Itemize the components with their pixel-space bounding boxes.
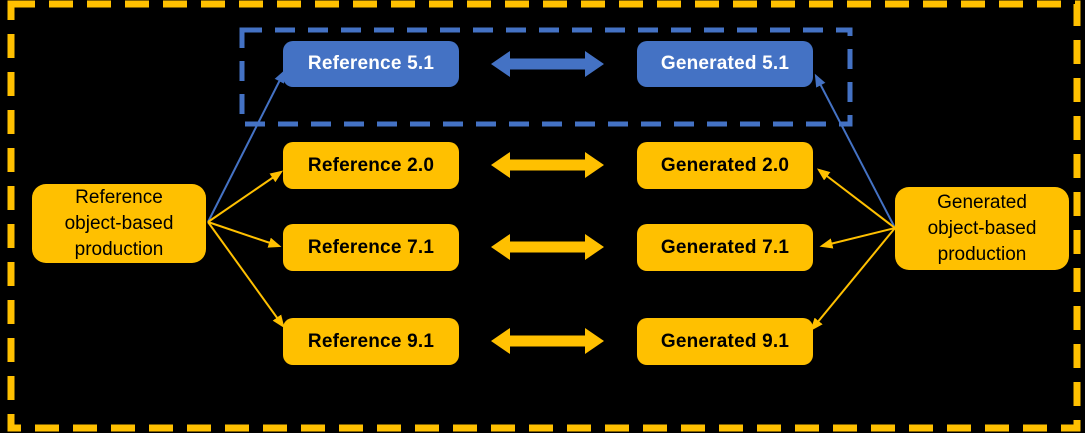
connector-target-to-generated-7-1: [819, 227, 896, 249]
reference-5-1-box: Reference 5.1: [283, 41, 459, 87]
generated-9-1-box: Generated 9.1: [637, 318, 813, 365]
highlight-group-dashed-border: [239, 27, 853, 127]
reference-9-1-box: Reference 9.1: [283, 318, 459, 365]
connector-target-to-generated-9-1: [810, 227, 896, 332]
generated-5-1-box: Generated 5.1: [637, 41, 813, 87]
bidirectional-arrow-7-1-icon: [491, 234, 604, 260]
generated-production-box: Generated object-based production: [895, 187, 1069, 270]
connector-target-to-generated-2-0: [816, 168, 896, 229]
bidirectional-arrow-5-1-icon: [491, 51, 604, 77]
connector-source-to-reference-2-0: [207, 170, 284, 223]
generated-7-1-box: Generated 7.1: [637, 224, 813, 271]
reference-7-1-box: Reference 7.1: [283, 224, 459, 271]
bidirectional-arrow-9-1-icon: [491, 328, 604, 354]
bidirectional-arrow-2-0-icon: [491, 152, 604, 178]
outer-dashed-border: [7, 0, 1081, 432]
reference-production-box: Reference object-based production: [32, 184, 206, 263]
connector-target-to-generated-5-1: [814, 73, 896, 229]
connector-source-to-reference-9-1: [207, 221, 285, 329]
connector-source-to-reference-5-1: [207, 69, 286, 223]
connector-source-to-reference-7-1: [207, 221, 282, 248]
reference-2-0-box: Reference 2.0: [283, 142, 459, 189]
generated-2-0-box: Generated 2.0: [637, 142, 813, 189]
